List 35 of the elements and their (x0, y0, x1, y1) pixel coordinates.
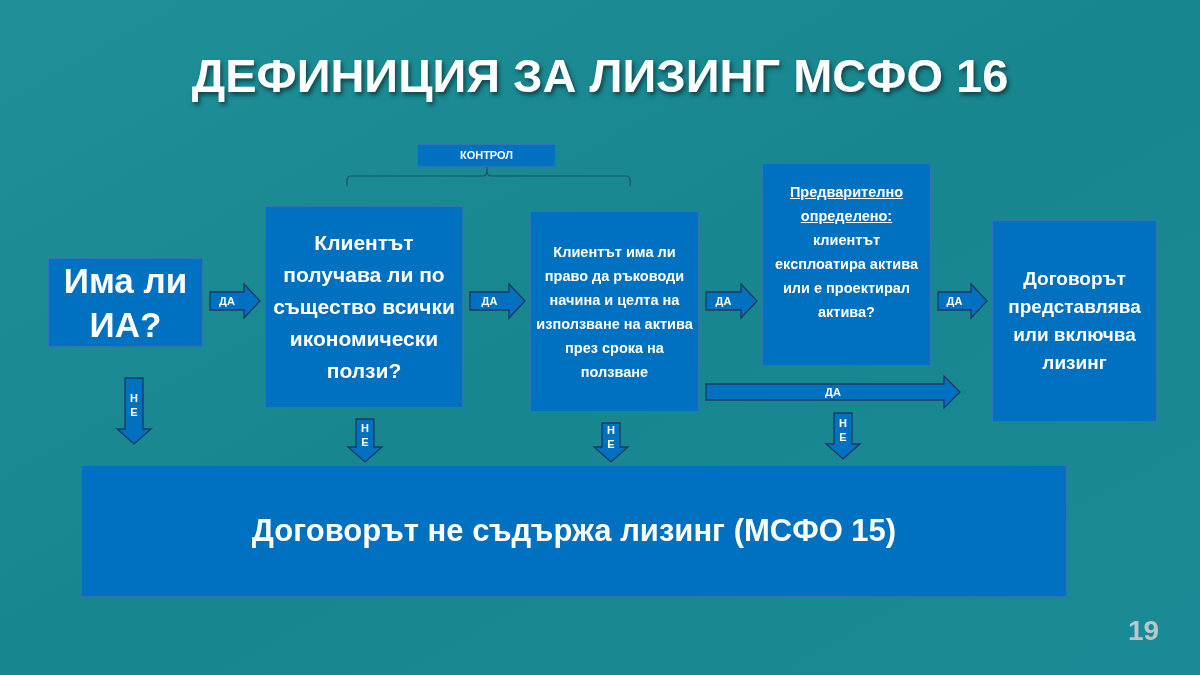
edge-label: ДА (946, 294, 963, 308)
process-box (265, 206, 463, 408)
right-block-arrow (209, 282, 261, 320)
edge-label: НЕ (606, 422, 616, 451)
right-block-arrow (705, 374, 961, 410)
process-box (81, 465, 1067, 597)
page-number: 19 (1128, 614, 1160, 648)
edge-label: ДА (715, 294, 732, 308)
edge-label: ДА (219, 294, 235, 308)
right-block-arrow (469, 282, 526, 320)
edge-label: НЕ (838, 416, 848, 444)
right-block-arrow (937, 282, 988, 320)
edge-label: НЕ (129, 391, 139, 419)
box-text: Клиентът има ли право да ръководи начина и целта на използване на актива през срока на ползване (535, 242, 694, 382)
box-text: Договорът не съдържа лизинг (МСФО 15) (251, 511, 897, 550)
down-block-arrow (346, 418, 384, 463)
box-text: Клиентът получава ли по същество всички икономически ползи? (272, 230, 456, 384)
process-box (48, 258, 203, 347)
box-text: Предварително определено: (788, 183, 905, 226)
edge-label: ДА (825, 385, 841, 399)
down-block-arrow (115, 377, 153, 445)
box-text: клиентът експлоатира актива или е проектирал актива? (774, 231, 919, 322)
process-box (762, 163, 931, 366)
edge-label: ДА (481, 294, 498, 308)
process-box (992, 220, 1157, 422)
process-box (530, 211, 699, 412)
box-text: Договорът представлява или включва лизинг (1007, 267, 1142, 375)
right-block-arrow (705, 282, 758, 320)
down-block-arrow (824, 412, 862, 460)
box-text: Има ли ИА? (62, 259, 189, 346)
edge-label: НЕ (360, 420, 370, 449)
down-block-arrow (592, 422, 630, 463)
heading-box (417, 144, 556, 167)
title: ДЕФИНИЦИЯ ЗА ЛИЗИНГ МСФО 16 (190, 48, 1010, 104)
box-text: КОНТРОЛ (459, 148, 514, 164)
